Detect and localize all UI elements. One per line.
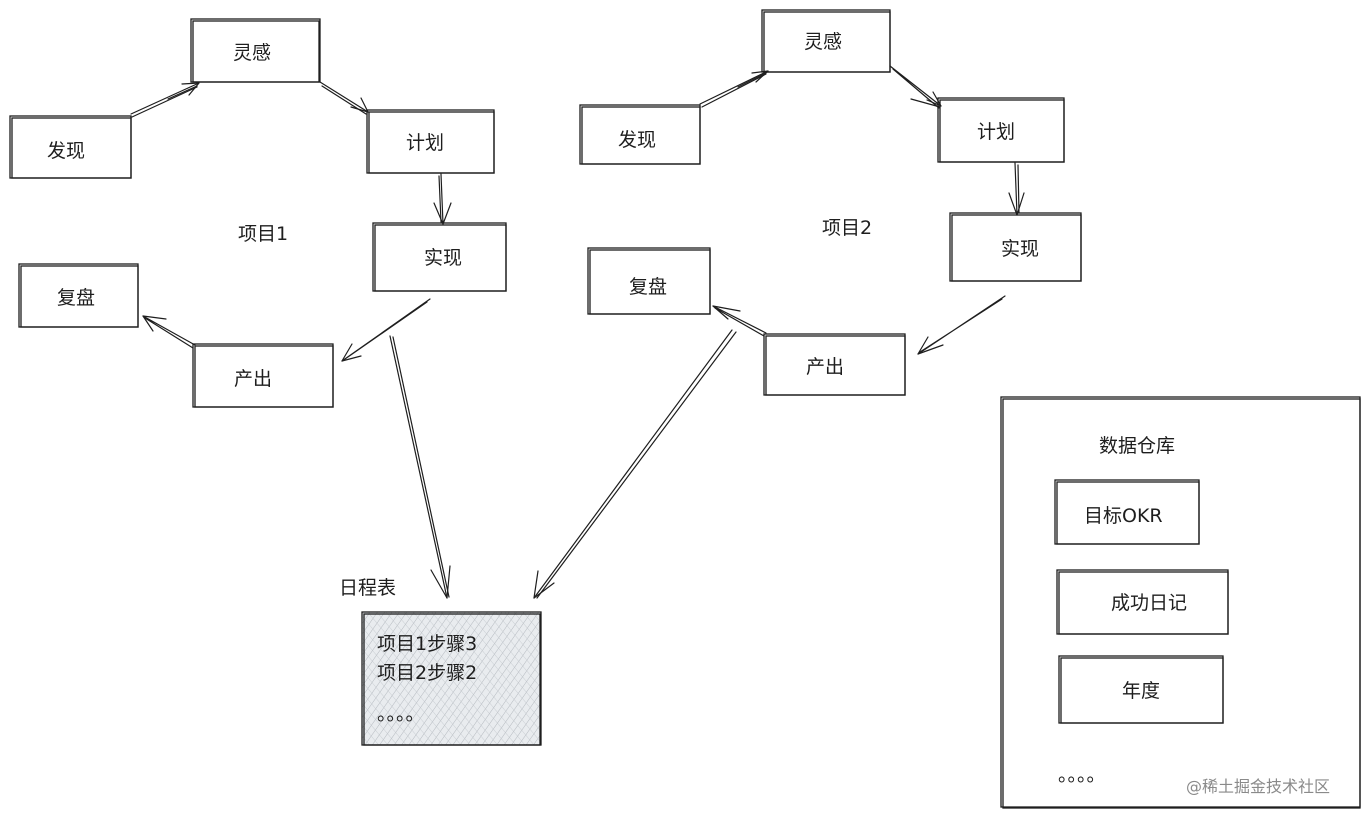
- p2-arrow-discover-inspiration: [699, 70, 769, 108]
- p2-output-label: 产出: [806, 356, 844, 378]
- warehouse-frame: [1000, 396, 1361, 809]
- project2-diagram: 灵感 发现 计划 实现 产出 复盘 项目2: [533, 9, 1082, 599]
- schedule-line-1: 项目1步骤3: [377, 633, 477, 655]
- p2-plan-label: 计划: [977, 121, 1015, 143]
- p1-plan-label: 计划: [406, 132, 444, 154]
- p2-review-label: 复盘: [629, 276, 667, 298]
- schedule-line-2: 项目2步骤2: [377, 662, 477, 684]
- project1-label: 项目1: [238, 223, 288, 245]
- warehouse-ellipsis: 。。。。: [1058, 764, 1106, 786]
- warehouse-item-annual[interactable]: 年度: [1058, 655, 1224, 724]
- p1-implement-label: 实现: [424, 247, 462, 269]
- p1-inspiration-node[interactable]: 灵感: [190, 18, 321, 83]
- warehouse-item-success-diary-label: 成功日记: [1111, 592, 1187, 614]
- project2-label: 项目2: [822, 217, 872, 239]
- p2-discover-node[interactable]: 发现: [579, 104, 701, 165]
- p2-plan-node[interactable]: 计划: [937, 97, 1065, 163]
- p2-implement-label: 实现: [1001, 238, 1039, 260]
- p2-implement-node[interactable]: 实现: [949, 212, 1082, 282]
- warehouse-item-annual-label: 年度: [1122, 680, 1160, 702]
- warehouse-item-okr[interactable]: 目标OKR: [1054, 479, 1200, 545]
- p2-inspiration-node[interactable]: 灵感: [761, 9, 891, 73]
- p2-review-node[interactable]: 复盘: [587, 247, 711, 315]
- p1-arrow-implement-schedule: [389, 335, 451, 599]
- p2-discover-label: 发现: [618, 129, 656, 151]
- p2-arrow-output-review: [712, 305, 767, 337]
- warehouse-title: 数据仓库: [1099, 435, 1175, 457]
- schedule-panel: 日程表 项目1步骤3 项目2步骤2 。。。。: [339, 577, 542, 746]
- p1-arrow-discover-inspiration: [130, 82, 200, 118]
- p1-arrow-plan-implement: [433, 173, 452, 225]
- p2-arrow-implement-output: [917, 295, 1006, 355]
- schedule-title: 日程表: [339, 577, 396, 599]
- p1-review-label: 复盘: [57, 287, 95, 309]
- schedule-ellipsis: 。。。。: [377, 703, 425, 725]
- p1-plan-node[interactable]: 计划: [366, 109, 495, 174]
- p2-arrow-review-schedule: [533, 329, 737, 599]
- p2-arrow-inspiration-plan: [889, 65, 942, 109]
- p2-inspiration-label: 灵感: [804, 31, 842, 53]
- watermark-text: @稀土掘金技术社区: [1186, 777, 1330, 796]
- p1-output-node[interactable]: 产出: [192, 343, 334, 408]
- warehouse-item-success-diary[interactable]: 成功日记: [1056, 569, 1229, 635]
- p1-review-node[interactable]: 复盘: [18, 263, 139, 328]
- p1-arrow-implement-output: [341, 298, 431, 362]
- p1-discover-node[interactable]: 发现: [9, 115, 132, 179]
- p1-output-label: 产出: [234, 368, 272, 390]
- schedule-box[interactable]: 项目1步骤3 项目2步骤2 。。。。: [361, 611, 542, 746]
- p1-implement-node[interactable]: 实现: [372, 222, 507, 292]
- warehouse-item-okr-label: 目标OKR: [1084, 505, 1163, 527]
- p1-arrow-inspiration-plan: [319, 81, 369, 115]
- p2-arrow-plan-implement: [1008, 162, 1025, 216]
- p1-inspiration-label: 灵感: [233, 42, 271, 64]
- p2-output-node[interactable]: 产出: [763, 333, 906, 396]
- project1-diagram: 灵感 发现 计划 实现 产出 复盘 项目1: [9, 18, 507, 599]
- data-warehouse-panel: 数据仓库 目标OKR 成功日记 年度 。。。。: [1000, 396, 1361, 809]
- p1-discover-label: 发现: [47, 140, 85, 162]
- p1-arrow-output-review: [142, 315, 196, 349]
